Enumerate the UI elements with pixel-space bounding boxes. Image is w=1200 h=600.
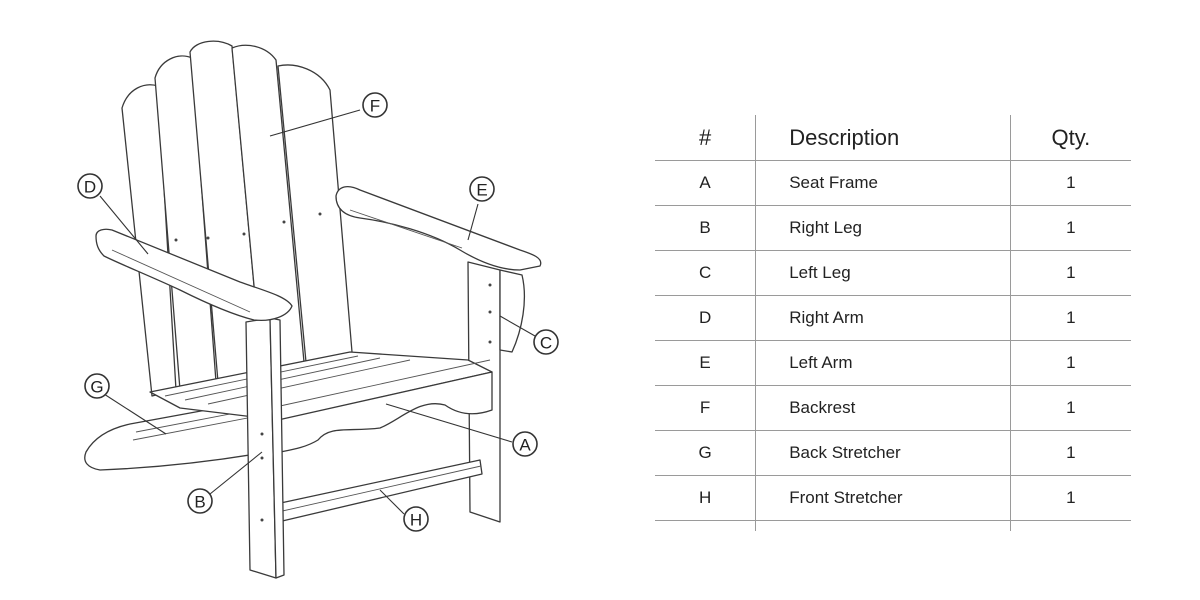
row-id: A <box>655 160 756 206</box>
table-row: B Right Leg 1 <box>655 205 1131 251</box>
row-description: Left Leg <box>755 250 1011 296</box>
callout-b: B <box>187 488 213 514</box>
table-row: A Seat Frame 1 <box>655 160 1131 206</box>
row-description: Seat Frame <box>755 160 1011 206</box>
callout-g-label: G <box>90 378 103 397</box>
table-row: E Left Arm 1 <box>655 340 1131 386</box>
table-row: C Left Leg 1 <box>655 250 1131 296</box>
tail-cell <box>1009 520 1131 531</box>
callout-c: C <box>533 329 559 355</box>
header-qty: Qty. <box>1009 115 1131 161</box>
callout-e-label: E <box>476 181 487 200</box>
tail-cell <box>755 520 1011 531</box>
row-id: C <box>655 250 756 296</box>
row-qty: 1 <box>1009 475 1131 521</box>
row-id: E <box>655 340 756 386</box>
table-header-row: # Description Qty. <box>655 115 1131 161</box>
row-qty: 1 <box>1009 250 1131 296</box>
row-id: B <box>655 205 756 251</box>
row-qty: 1 <box>1009 295 1131 341</box>
callout-f-label: F <box>370 97 380 116</box>
row-description: Left Arm <box>755 340 1011 386</box>
header-description: Description <box>755 115 1011 161</box>
row-qty: 1 <box>1009 340 1131 386</box>
header-number: # <box>655 115 756 161</box>
callout-g: G <box>84 373 110 399</box>
table-tail-row <box>655 520 1131 532</box>
parts-list-table: # Description Qty. A Seat Frame 1 B Righ… <box>655 115 1131 531</box>
row-id: D <box>655 295 756 341</box>
leader-lines <box>99 109 536 515</box>
row-description: Backrest <box>755 385 1011 431</box>
left-arm <box>335 185 542 271</box>
callout-d: D <box>77 173 103 199</box>
table-row: F Backrest 1 <box>655 385 1131 431</box>
row-description: Front Stretcher <box>755 475 1011 521</box>
row-description: Right Arm <box>755 295 1011 341</box>
right-leg <box>245 317 285 579</box>
table-row: D Right Arm 1 <box>655 295 1131 341</box>
callout-h: H <box>403 506 429 532</box>
callout-h-label: H <box>410 511 422 530</box>
row-qty: 1 <box>1009 385 1131 431</box>
callout-a: A <box>512 431 538 457</box>
tail-cell <box>655 521 756 532</box>
row-id: H <box>655 475 756 521</box>
row-description: Right Leg <box>755 205 1011 251</box>
callout-e: E <box>469 176 495 202</box>
backrest <box>121 40 353 397</box>
row-description: Back Stretcher <box>755 430 1011 476</box>
chair-exploded-diagram: F D E C G A B H <box>77 40 559 579</box>
row-qty: 1 <box>1009 430 1131 476</box>
callout-b-label: B <box>194 493 205 512</box>
row-qty: 1 <box>1009 205 1131 251</box>
table-row: G Back Stretcher 1 <box>655 430 1131 476</box>
callout-f: F <box>362 92 388 118</box>
callout-a-label: A <box>519 436 531 455</box>
row-qty: 1 <box>1009 160 1131 206</box>
right-arm <box>95 228 293 322</box>
callout-d-label: D <box>84 178 96 197</box>
table-row: H Front Stretcher 1 <box>655 475 1131 521</box>
callout-c-label: C <box>540 334 552 353</box>
row-id: F <box>655 385 756 431</box>
row-id: G <box>655 430 756 476</box>
front-stretcher <box>275 459 483 523</box>
seat-frame <box>149 351 493 453</box>
